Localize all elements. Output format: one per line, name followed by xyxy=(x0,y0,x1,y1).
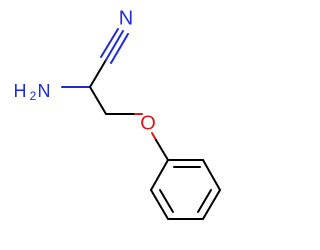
ring-double-3 xyxy=(159,189,174,213)
amine-subscript-label: 2 xyxy=(30,89,37,103)
amine-nitrogen-label: N xyxy=(38,81,51,101)
ring-bond-3 xyxy=(202,189,221,220)
ring-bond-2 xyxy=(202,159,221,191)
bond-c-c-nitrile xyxy=(89,59,107,88)
amine-hydrogen-label: H xyxy=(14,81,27,101)
bond-c-ch2 xyxy=(89,86,107,115)
bond-c-n-triple-2 xyxy=(100,28,119,58)
ether-oxygen-label: O xyxy=(140,112,156,134)
nitrile-nitrogen-label: N xyxy=(119,7,133,29)
ring-bond-6 xyxy=(150,159,169,191)
ring-double-2 xyxy=(197,189,212,213)
molecule-structure: N H 2 N O xyxy=(14,7,221,220)
molecule-canvas: N H 2 N O xyxy=(13,7,221,220)
bond-o-phenyl xyxy=(155,139,169,161)
bond-c-n-triple-3 xyxy=(110,33,129,64)
ring-bond-5 xyxy=(150,189,169,220)
bond-c-n-triple-1 xyxy=(105,30,124,61)
bond-o-phenyl-red xyxy=(151,132,157,141)
